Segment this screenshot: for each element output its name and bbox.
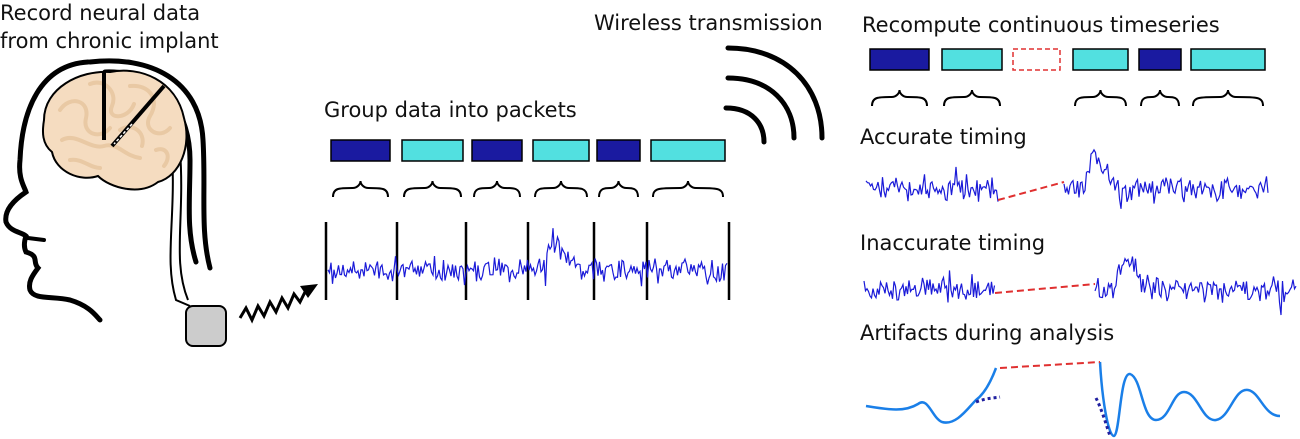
accurate-timing-label: Accurate timing bbox=[860, 125, 1027, 149]
sent-packet-4 bbox=[532, 139, 590, 162]
sent-brace-6 bbox=[652, 180, 724, 198]
implant-lead bbox=[178, 149, 189, 301]
sent-brace-3 bbox=[473, 180, 521, 198]
received-packet-1 bbox=[869, 48, 930, 71]
transmitted-signal-trace bbox=[327, 228, 728, 287]
implant-device-icon bbox=[185, 305, 227, 347]
implant-lead-2 bbox=[169, 149, 191, 307]
accurate-trace-left bbox=[865, 166, 999, 202]
sent-brace-2 bbox=[403, 180, 462, 198]
artifact-trace-left bbox=[865, 367, 998, 424]
sent-packet-5 bbox=[596, 139, 641, 162]
received-packet-2 bbox=[941, 48, 1003, 71]
electrode-tip bbox=[113, 123, 133, 145]
transmission-arrow-head bbox=[300, 284, 318, 298]
recompute-label: Recompute continuous timeseries bbox=[862, 13, 1220, 37]
wireless-signal-icon bbox=[723, 45, 825, 145]
record-label-line2: from chronic implant bbox=[0, 29, 219, 53]
sent-packet-3 bbox=[471, 139, 523, 162]
sent-brace-1 bbox=[332, 180, 389, 198]
implant-cable-outer bbox=[87, 58, 213, 271]
sent-brace-5 bbox=[598, 180, 639, 198]
record-label-line1: Record neural data bbox=[0, 1, 201, 25]
artifact-trace-right bbox=[1098, 361, 1281, 438]
accurate-gap-link bbox=[997, 181, 1065, 201]
artifact-fit-right bbox=[1094, 397, 1112, 437]
wireless-label: Wireless transmission bbox=[594, 11, 823, 35]
received-packet-4 bbox=[1072, 48, 1129, 71]
sent-packet-2 bbox=[401, 139, 464, 162]
head-icon bbox=[3, 59, 103, 323]
received-packet-6 bbox=[1190, 48, 1266, 71]
transmission-zigzag-icon bbox=[238, 289, 308, 324]
artifact-fit-left bbox=[975, 395, 1001, 404]
artifacts-label: Artifacts during analysis bbox=[860, 321, 1115, 345]
received-brace-1 bbox=[871, 89, 928, 107]
inaccurate-timing-label: Inaccurate timing bbox=[860, 231, 1046, 255]
sent-packet-6 bbox=[650, 139, 726, 162]
accurate-trace-right bbox=[1063, 148, 1269, 209]
received-packet-3 bbox=[1012, 48, 1061, 71]
received-brace-5 bbox=[1140, 89, 1180, 107]
head-chin-mark bbox=[26, 236, 46, 242]
sent-brace-4 bbox=[534, 180, 588, 198]
inaccurate-trace-left bbox=[863, 270, 996, 303]
artifact-gap-link bbox=[999, 361, 1101, 369]
received-packet-5 bbox=[1138, 48, 1182, 71]
group-packets-label: Group data into packets bbox=[324, 98, 577, 122]
received-brace-6 bbox=[1192, 89, 1264, 107]
received-brace-4 bbox=[1074, 89, 1127, 107]
brain-folds bbox=[58, 80, 172, 170]
received-brace-2 bbox=[943, 89, 1001, 107]
sent-packet-1 bbox=[330, 139, 391, 162]
inaccurate-trace-right bbox=[1094, 256, 1297, 316]
inaccurate-gap-link bbox=[994, 283, 1096, 294]
